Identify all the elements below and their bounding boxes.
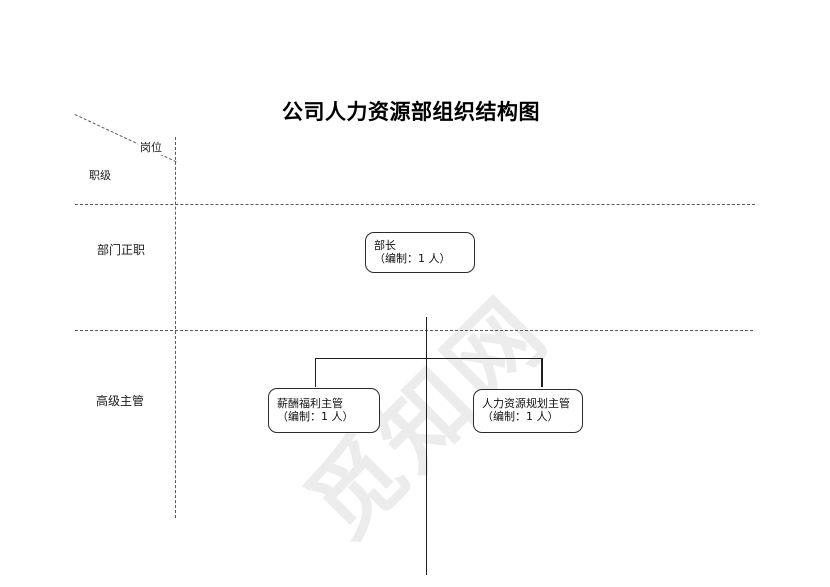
- connector-vertical: [425, 317, 427, 575]
- node-compensation-benefits-supervisor: 薪酬福利主管 （编制：1 人）: [268, 388, 380, 433]
- node-compensation-title: 薪酬福利主管: [277, 397, 343, 410]
- column-axis-label: 岗位: [138, 139, 164, 155]
- node-compensation-staffing: （编制：1 人）: [277, 410, 354, 423]
- row-divider-bottom: [75, 330, 753, 331]
- row-divider-top: [75, 204, 755, 205]
- node-hr-planning-staffing: （编制：1 人）: [482, 410, 559, 423]
- page-title: 公司人力资源部组织结构图: [282, 100, 540, 124]
- node-hr-planning-supervisor: 人力资源规划主管 （编制：1 人）: [473, 389, 583, 433]
- node-minister-title: 部长: [374, 239, 396, 252]
- connector-drop-right: [541, 357, 543, 387]
- node-hr-planning-title: 人力资源规划主管: [482, 397, 570, 410]
- connector-drop-left: [314, 357, 316, 387]
- node-minister: 部长 （编制：1 人）: [365, 232, 475, 273]
- row-axis-label: 职级: [89, 169, 111, 182]
- node-minister-staffing: （编制：1 人）: [374, 252, 451, 265]
- row-label-senior-supervisor: 高级主管: [96, 394, 145, 408]
- column-divider: [175, 137, 176, 518]
- row-label-department-head: 部门正职: [97, 243, 146, 257]
- connector-horizontal: [314, 357, 543, 359]
